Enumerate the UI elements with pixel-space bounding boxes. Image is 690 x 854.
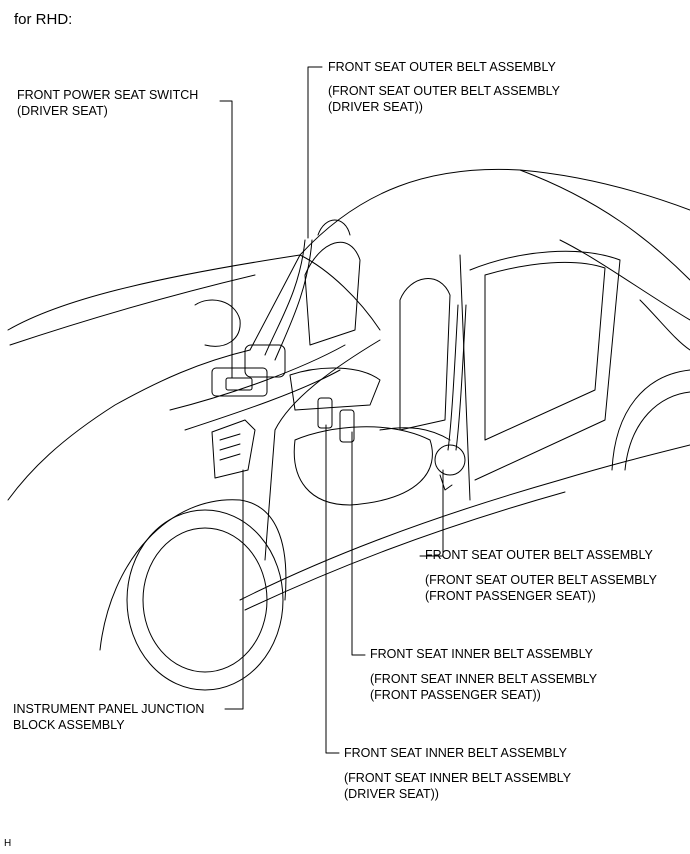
hood-crease <box>9 274 256 346</box>
callout-sub: (DRIVER SEAT)) <box>328 100 423 114</box>
door-sill <box>239 444 690 601</box>
callout-title: FRONT SEAT INNER BELT ASSEMBLY <box>370 647 593 661</box>
callout-line: BLOCK ASSEMBLY <box>13 718 125 732</box>
hood-top-edge <box>7 254 301 331</box>
a-pillar-inner <box>299 254 381 331</box>
rear-tire <box>624 391 690 471</box>
roof-line <box>299 168 690 256</box>
driver-seat-back <box>304 241 361 346</box>
callout-sub: (FRONT SEAT OUTER BELT ASSEMBLY <box>328 84 561 98</box>
seats <box>194 219 451 506</box>
rear-wheel <box>611 369 690 471</box>
leader-inner-belt-passenger <box>351 431 366 656</box>
passenger-anchor <box>439 474 453 491</box>
rear-deck <box>639 299 690 351</box>
power-seat-switch-knob <box>225 377 253 391</box>
driver-seat-headrest <box>317 219 351 236</box>
passenger-lap-belt <box>379 427 451 441</box>
callout-sub: (FRONT PASSENGER SEAT)) <box>370 688 541 702</box>
callout-sub: (FRONT PASSENGER SEAT)) <box>425 589 596 603</box>
hood-front-edge <box>7 349 251 501</box>
dash-lower <box>184 369 341 431</box>
leader-outer-belt-passenger <box>419 469 444 557</box>
callout-sub: (FRONT SEAT OUTER BELT ASSEMBLY <box>425 573 658 587</box>
callout-sub: (FRONT SEAT INNER BELT ASSEMBLY <box>344 771 572 785</box>
front-wheel-arch <box>99 499 287 651</box>
callout-junction-block: INSTRUMENT PANEL JUNCTION BLOCK ASSEMBLY <box>13 701 204 733</box>
callout-outer-belt-passenger: FRONT SEAT OUTER BELT ASSEMBLY (FRONT SE… <box>425 547 657 604</box>
leader-outer-belt-driver <box>307 66 323 239</box>
passenger-outer-belt-edge <box>455 304 467 451</box>
b-pillar <box>459 254 471 501</box>
rear-quarter <box>559 239 690 321</box>
driver-inner-buckle <box>317 397 333 429</box>
steering-wheel <box>194 299 241 347</box>
driver-retractor <box>244 344 286 378</box>
leader-inner-belt-driver <box>325 424 340 754</box>
passenger-retractor <box>434 444 466 476</box>
driver-seat-cushion <box>289 367 381 411</box>
front-rim <box>142 527 268 673</box>
door-sill-lower <box>244 491 566 611</box>
callout-sub: (DRIVER SEAT)) <box>344 787 439 801</box>
figure-code: H <box>4 838 12 849</box>
callout-title: FRONT SEAT OUTER BELT ASSEMBLY <box>425 548 653 562</box>
driver-outer-belt <box>264 239 306 356</box>
leader-junction-block <box>224 469 244 710</box>
callout-power-seat-switch: FRONT POWER SEAT SWITCH (DRIVER SEAT) <box>17 87 198 119</box>
components <box>211 239 467 491</box>
rear-door-frame <box>469 250 621 481</box>
passenger-inner-buckle <box>339 409 355 443</box>
callout-title: FRONT SEAT INNER BELT ASSEMBLY <box>344 746 567 760</box>
car-body <box>7 168 690 611</box>
leader-lines <box>219 66 444 754</box>
callout-inner-belt-passenger: FRONT SEAT INNER BELT ASSEMBLY (FRONT SE… <box>370 646 597 703</box>
windshield-left <box>249 254 301 351</box>
rear-wheel-arch <box>611 369 690 471</box>
power-seat-switch-part <box>211 367 268 397</box>
callout-line: FRONT POWER SEAT SWITCH <box>17 88 199 102</box>
callout-title: FRONT SEAT OUTER BELT ASSEMBLY <box>328 60 556 74</box>
callout-inner-belt-driver: FRONT SEAT INNER BELT ASSEMBLY (FRONT SE… <box>344 745 571 802</box>
roof-rear <box>519 169 690 281</box>
junction-block-detail <box>219 433 241 461</box>
rear-window <box>484 261 606 441</box>
callout-line: INSTRUMENT PANEL JUNCTION <box>13 702 205 716</box>
leader-power-seat-switch <box>219 100 233 379</box>
passenger-seat-cushion <box>293 426 433 506</box>
junction-block-part <box>211 419 256 479</box>
callout-outer-belt-driver: FRONT SEAT OUTER BELT ASSEMBLY (FRONT SE… <box>328 59 560 115</box>
passenger-outer-belt <box>447 304 459 451</box>
driver-outer-belt-edge <box>274 239 313 361</box>
front-tire <box>126 509 284 691</box>
front-door-opening <box>264 339 381 561</box>
dash-line <box>169 344 346 411</box>
passenger-seat-back <box>399 278 451 431</box>
callout-sub: (FRONT SEAT INNER BELT ASSEMBLY <box>370 672 598 686</box>
callout-line: (DRIVER SEAT) <box>17 104 108 118</box>
front-wheel <box>99 499 287 691</box>
diagram-caption: for RHD: <box>14 11 73 28</box>
